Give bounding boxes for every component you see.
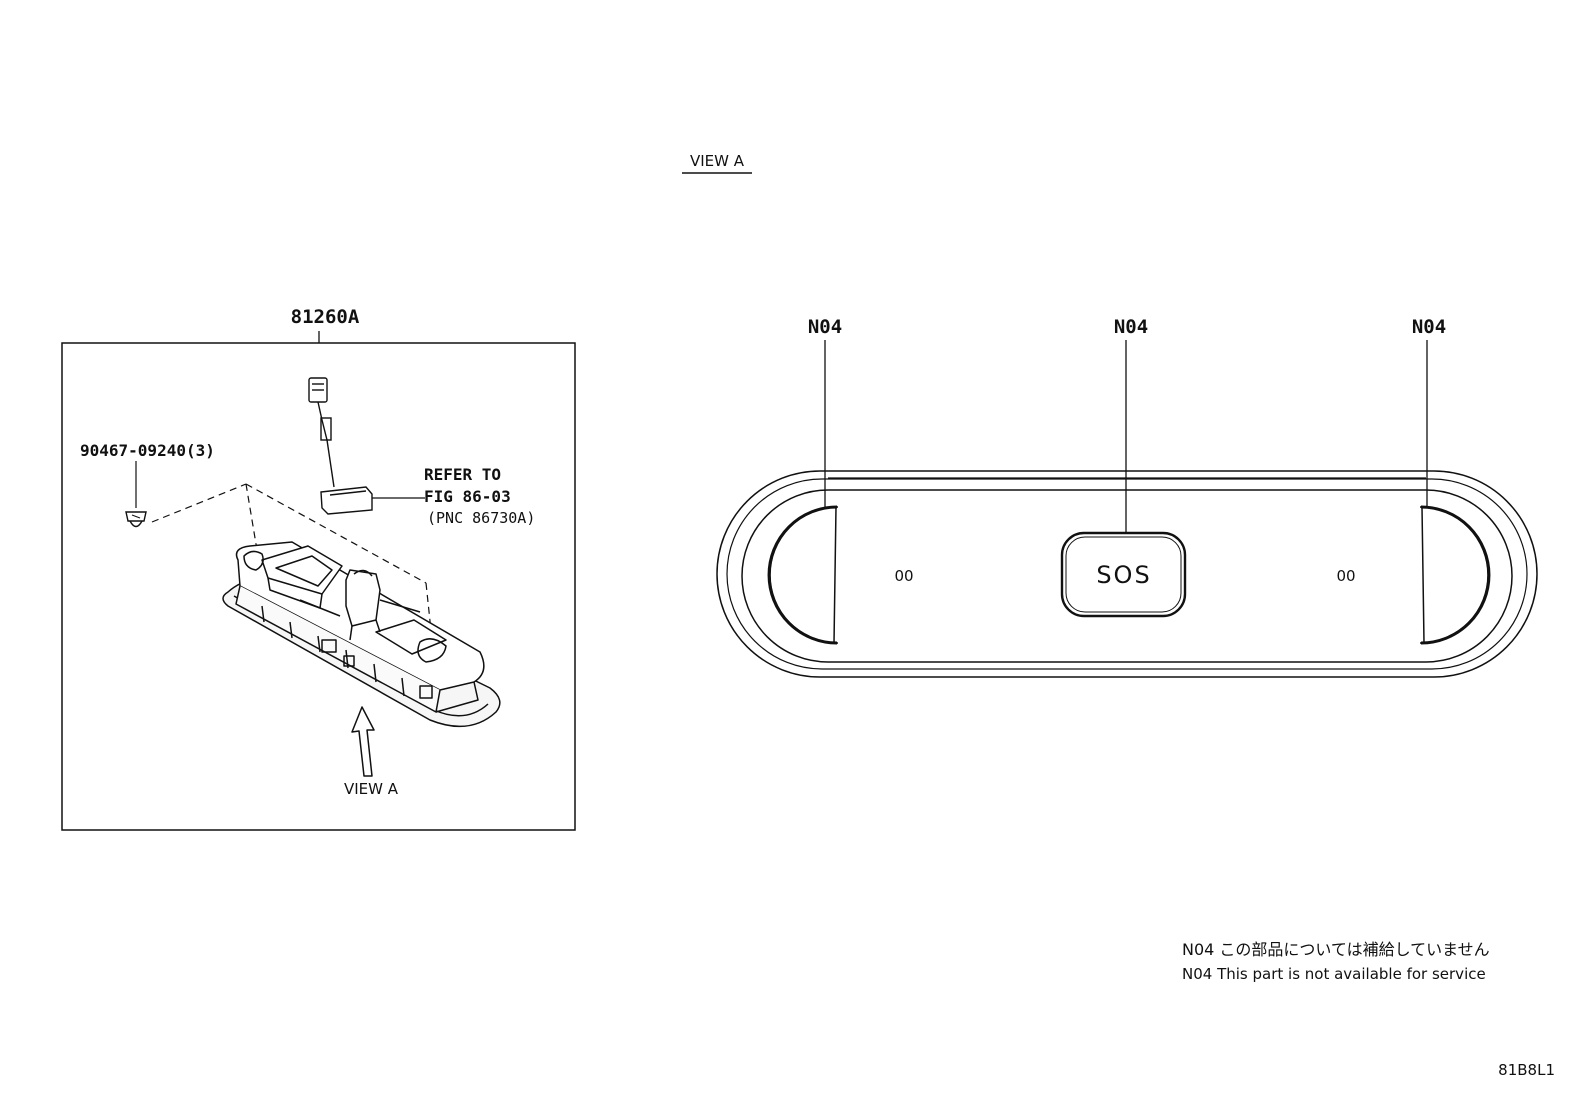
view-arrow-label: VIEW A [344, 780, 399, 798]
callout-left: N04 [808, 316, 842, 338]
callout-center: N04 [1114, 316, 1148, 338]
callout-right: N04 [1412, 316, 1446, 338]
right-map-light-button[interactable] [1419, 506, 1489, 644]
note-english: N04 This part is not available for servi… [1182, 965, 1486, 983]
view-a-title: VIEW A [690, 152, 745, 170]
screw-icon [125, 511, 147, 528]
overhead-switch-assembly [222, 541, 501, 728]
note-japanese: N04 この部品については補給していません [1182, 940, 1490, 959]
sos-label: SOS [1096, 561, 1151, 589]
assembly-part-number: 81260A [291, 306, 360, 328]
right-button-edge [1420, 505, 1491, 645]
assembly-frame [61, 342, 576, 831]
view-a-detail: N04 N04 N04 SOS 00 00 [716, 316, 1538, 678]
assembly-dashed-lines [151, 483, 433, 641]
figure-code: 81B8L1 [1498, 1061, 1555, 1079]
sos-button[interactable] [1060, 531, 1187, 618]
wire-harness-connector [308, 377, 373, 515]
view-arrow-icon [351, 706, 375, 777]
left-map-light-button[interactable] [769, 506, 839, 644]
panel-face [741, 489, 1513, 663]
reference-line-1: REFER TO [424, 465, 501, 484]
bezel-inner [726, 478, 1528, 670]
bezel-outer [716, 470, 1538, 678]
sos-button-inner [1065, 536, 1182, 613]
left-light-mark: 00 [894, 567, 913, 585]
screw-part-number: 90467-09240(3) [80, 441, 215, 460]
right-light-mark: 00 [1336, 567, 1355, 585]
reference-line-2: FIG 86-03 [424, 487, 511, 506]
left-button-edge [767, 505, 838, 645]
assembly-drawing: 81260A 90467-09240(3) [61, 306, 576, 831]
reference-line-3: (PNC 86730A) [427, 509, 535, 527]
